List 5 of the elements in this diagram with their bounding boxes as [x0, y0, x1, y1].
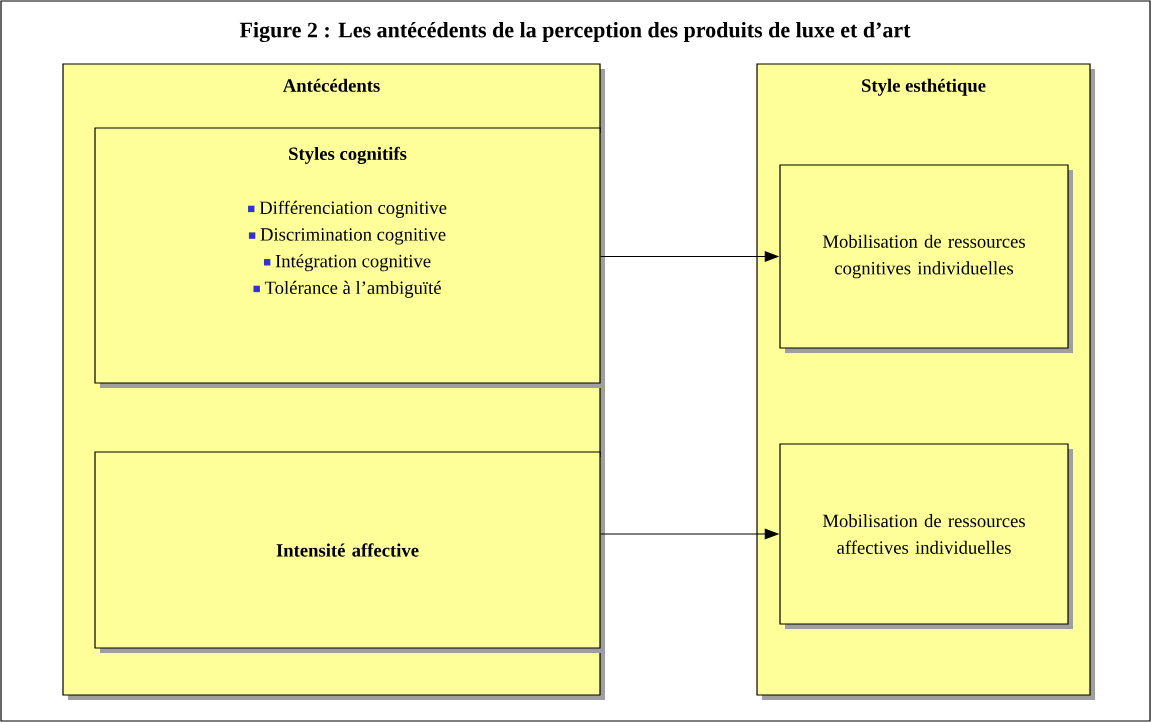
process-box: Mobilisation de ressources cognitives individuelles [779, 164, 1073, 353]
figure-title: Figure 2 : Les antécédents de la perception des produits de luxe et d’art [239, 21, 911, 43]
process-box: Mobilisation de ressources affectives individuelles [779, 443, 1073, 629]
process-box: Styles cognitifs Différenciation cognitive Discrimination cognitive Intégration cognitive Tolérance à l’ambiguïté [94, 127, 605, 388]
process-box: Intensité affective [94, 451, 605, 653]
